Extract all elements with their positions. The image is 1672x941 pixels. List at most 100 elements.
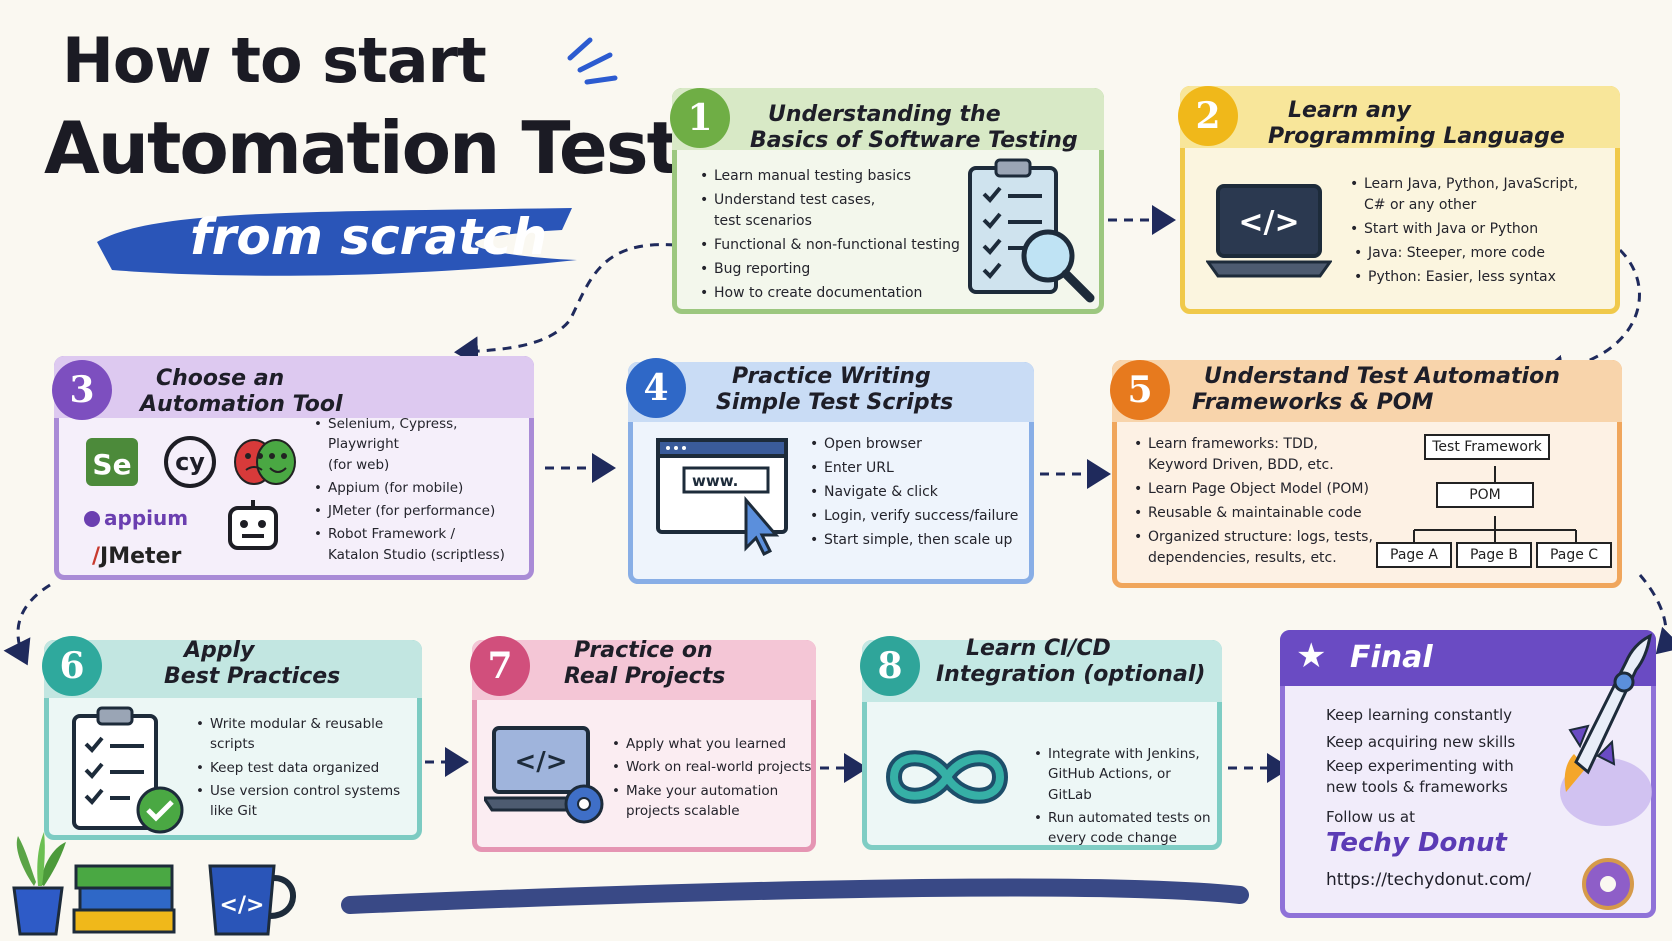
list-item: Java: Steeper, more code	[1352, 243, 1610, 264]
final-line: Keep acquiring new skills	[1326, 733, 1516, 751]
title-subtitle: from scratch	[190, 208, 548, 266]
final-line: Follow us at	[1326, 808, 1415, 826]
final-lines: Keep learning constantly Keep acquiring …	[1326, 702, 1546, 831]
step-1-list: Learn manual testing basics Understand t…	[698, 166, 968, 307]
mug-code-text: </>	[220, 893, 265, 918]
final-card: ★ Final Keep learning constantly Keep ac…	[1280, 630, 1656, 918]
title-line-1: How to start	[62, 24, 487, 97]
final-line: Keep experimenting with	[1326, 757, 1514, 775]
list-item: Work on real-world projects	[610, 757, 814, 778]
list-item: Apply what you learned	[610, 734, 814, 755]
step-7-number: 7	[470, 636, 530, 696]
laptop-code-icon: </>	[1206, 184, 1332, 278]
brand-url[interactable]: https://techydonut.com/	[1326, 870, 1532, 890]
rocket-icon	[1560, 633, 1652, 826]
step-4-number: 4	[626, 358, 686, 418]
step-3-number: 3	[52, 360, 112, 420]
pom-diagram-lines	[1413, 466, 1577, 542]
step-1-number: 1	[670, 88, 730, 148]
infinity-loop-icon	[885, 750, 1009, 804]
step-4-list: Open browser Enter URL Navigate & click …	[808, 434, 1030, 554]
diagram-pom: POM	[1436, 482, 1534, 508]
list-item: Selenium, Cypress, Playwright(for web)	[312, 414, 530, 475]
laptop-code-text: </>	[1238, 205, 1299, 240]
list-item: Login, verify success/failure	[808, 506, 1030, 527]
list-item: Organized structure: logs, tests,depende…	[1132, 527, 1382, 569]
list-item: How to create documentation	[698, 283, 968, 304]
clipboard-check-icon	[72, 706, 184, 834]
diagram-page-a: Page A	[1376, 542, 1452, 568]
jmeter-feather-icon: /	[92, 544, 101, 569]
list-item: Robot Framework /Katalon Studio (scriptl…	[312, 524, 530, 565]
list-item: Start simple, then scale up	[808, 530, 1030, 551]
cypress-logo: cy	[164, 436, 216, 488]
title-brush-stroke	[97, 208, 577, 276]
step-5-list: Learn frameworks: TDD,Keyword Driven, BD…	[1132, 434, 1382, 572]
list-item: Bug reporting	[698, 259, 968, 280]
step-8-list: Integrate with Jenkins,GitHub Actions, o…	[1032, 744, 1218, 851]
list-item: Appium (for mobile)	[312, 478, 530, 499]
browser-window-icon: www.	[656, 438, 788, 557]
list-item: Learn frameworks: TDD,Keyword Driven, BD…	[1132, 434, 1382, 476]
diagram-page-c: Page C	[1536, 542, 1612, 568]
list-item: Learn Java, Python, JavaScript,C# or any…	[1348, 174, 1610, 216]
final-title: Final	[1350, 640, 1433, 675]
diagram-test-framework: Test Framework	[1424, 434, 1550, 460]
list-item: JMeter (for performance)	[312, 501, 530, 522]
list-item: Understand test cases,test scenarios	[698, 190, 968, 232]
url-bar-text: www.	[692, 472, 738, 490]
desk-decoration: </>	[12, 832, 296, 936]
jmeter-logo: /JMeter	[92, 544, 182, 569]
star-icon: ★	[1296, 636, 1327, 676]
step-8-number: 8	[860, 636, 920, 696]
list-item: Learn manual testing basics	[698, 166, 968, 187]
list-item: Navigate & click	[808, 482, 1030, 503]
brand-name: Techy Donut	[1326, 828, 1507, 858]
list-item: Integrate with Jenkins,GitHub Actions, o…	[1032, 744, 1218, 805]
list-item: Python: Easier, less syntax	[1352, 267, 1610, 288]
donut-icon	[1582, 858, 1634, 910]
playwright-masks-icon	[234, 439, 296, 485]
step-6-number: 6	[42, 636, 102, 696]
final-line: new tools & frameworks	[1326, 778, 1508, 796]
laptop-gear-icon: </>	[484, 726, 604, 824]
list-item: Keep test data organized	[194, 758, 420, 779]
robot-icon	[228, 500, 278, 550]
diagram-page-b: Page B	[1456, 542, 1532, 568]
step-2-list: Learn Java, Python, JavaScript,C# or any…	[1348, 174, 1610, 291]
list-item: Learn Page Object Model (POM)	[1132, 479, 1382, 500]
list-item: Start with Java or Python	[1348, 219, 1610, 240]
selenium-logo: Se	[86, 438, 138, 486]
step-5-number: 5	[1110, 360, 1170, 420]
clipboard-magnifier-icon	[968, 158, 1095, 303]
final-line: Keep learning constantly	[1326, 706, 1513, 724]
list-item: Functional & non-functional testing	[698, 235, 968, 256]
step-7-list: Apply what you learned Work on real-worl…	[610, 734, 814, 824]
step-2-number: 2	[1178, 86, 1238, 146]
list-item: Enter URL	[808, 458, 1030, 479]
list-item: Reusable & maintainable code	[1132, 503, 1382, 524]
appium-icon	[84, 511, 100, 527]
mug-icon: </>	[208, 864, 296, 936]
step-3-list: Selenium, Cypress, Playwright(for web) A…	[312, 414, 530, 568]
plant-icon	[12, 832, 66, 936]
list-item: Open browser	[808, 434, 1030, 455]
